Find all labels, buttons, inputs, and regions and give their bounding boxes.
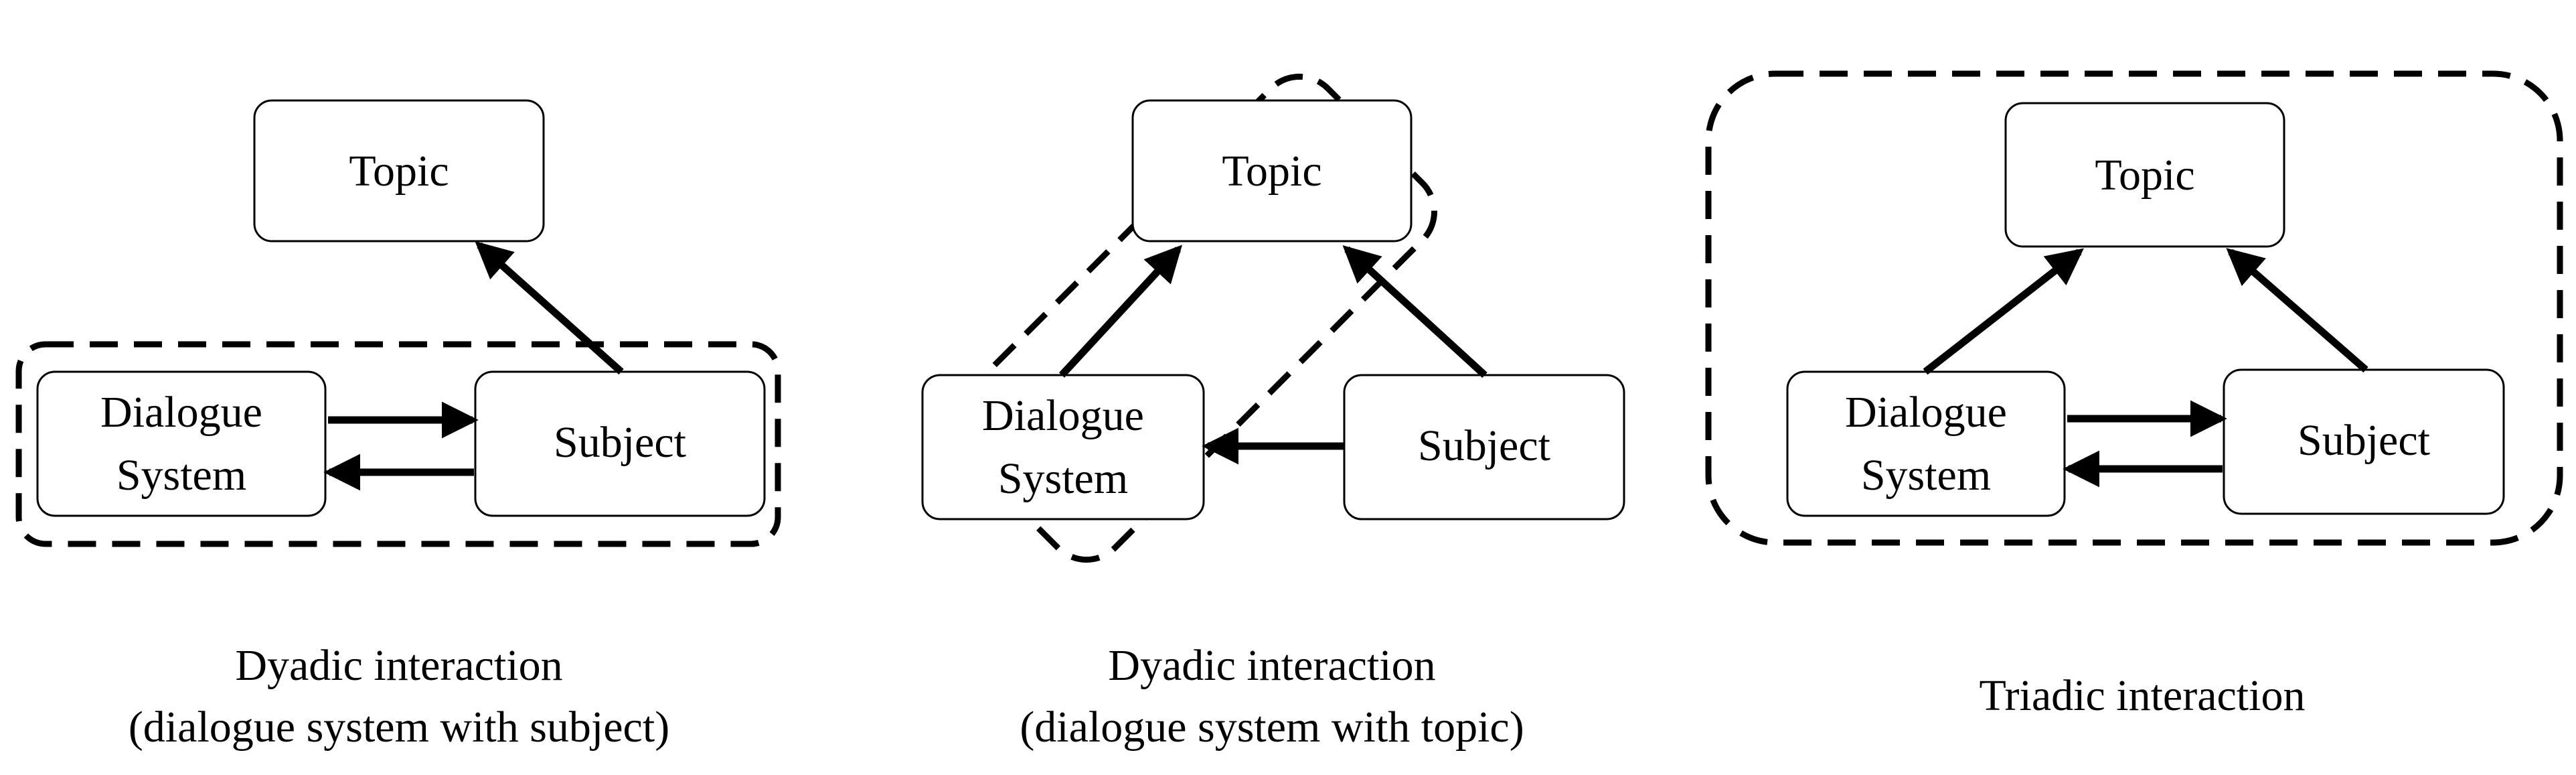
arrow-system-to-topic	[1058, 244, 1182, 378]
dialogue-system-label-line2: System	[998, 454, 1128, 503]
dialogue-system-box: Dialogue System	[36, 370, 327, 517]
subject-box: Subject	[474, 370, 766, 517]
subject-box: Subject	[1343, 374, 1625, 520]
arrow-subject-to-topic	[2226, 248, 2368, 373]
dialogue-system-label-line2: System	[1861, 451, 1991, 500]
panel-triadic: Topic Dialogue System Subject Triadic in…	[1705, 70, 2563, 720]
dialogue-system-box: Dialogue System	[1786, 370, 2066, 517]
dialogue-system-label-line1: Dialogue	[100, 388, 262, 437]
dyadic-subject-group-outline	[15, 341, 781, 547]
caption-line1: Dyadic interaction	[1108, 641, 1435, 690]
dialogue-system-label-line1: Dialogue	[1845, 388, 2007, 437]
topic-box: Topic	[253, 99, 545, 242]
panel-dyadic-subject: Topic Dialogue System Subject Dyadic int…	[15, 99, 781, 752]
caption-line2: (dialogue system with subject)	[129, 703, 669, 752]
topic-label: Topic	[1222, 147, 1321, 196]
dialogue-system-label-line2: System	[116, 451, 246, 500]
caption-line1: Dyadic interaction	[235, 641, 562, 690]
dialogue-system-label-line1: Dialogue	[982, 391, 1144, 440]
subject-label: Subject	[554, 418, 686, 467]
arrow-subject-to-topic	[1342, 245, 1487, 378]
topic-label: Topic	[2095, 151, 2194, 200]
subject-label: Subject	[1418, 421, 1550, 470]
caption-line1: Triadic interaction	[1980, 671, 2306, 720]
topic-box: Topic	[2004, 102, 2285, 248]
subject-label: Subject	[2298, 416, 2430, 465]
arrow-subject-to-topic	[475, 241, 624, 375]
topic-label: Topic	[349, 147, 449, 196]
arrow-system-to-topic	[1923, 248, 2084, 375]
dialogue-system-box: Dialogue System	[921, 374, 1205, 520]
panel-dyadic-topic: Topic Dialogue System Subject Dyadic int…	[921, 73, 1625, 752]
caption-line2: (dialogue system with topic)	[1020, 703, 1524, 752]
triadic-group-outline	[1705, 70, 2563, 546]
topic-box: Topic	[1131, 99, 1413, 242]
subject-box: Subject	[2223, 368, 2505, 515]
